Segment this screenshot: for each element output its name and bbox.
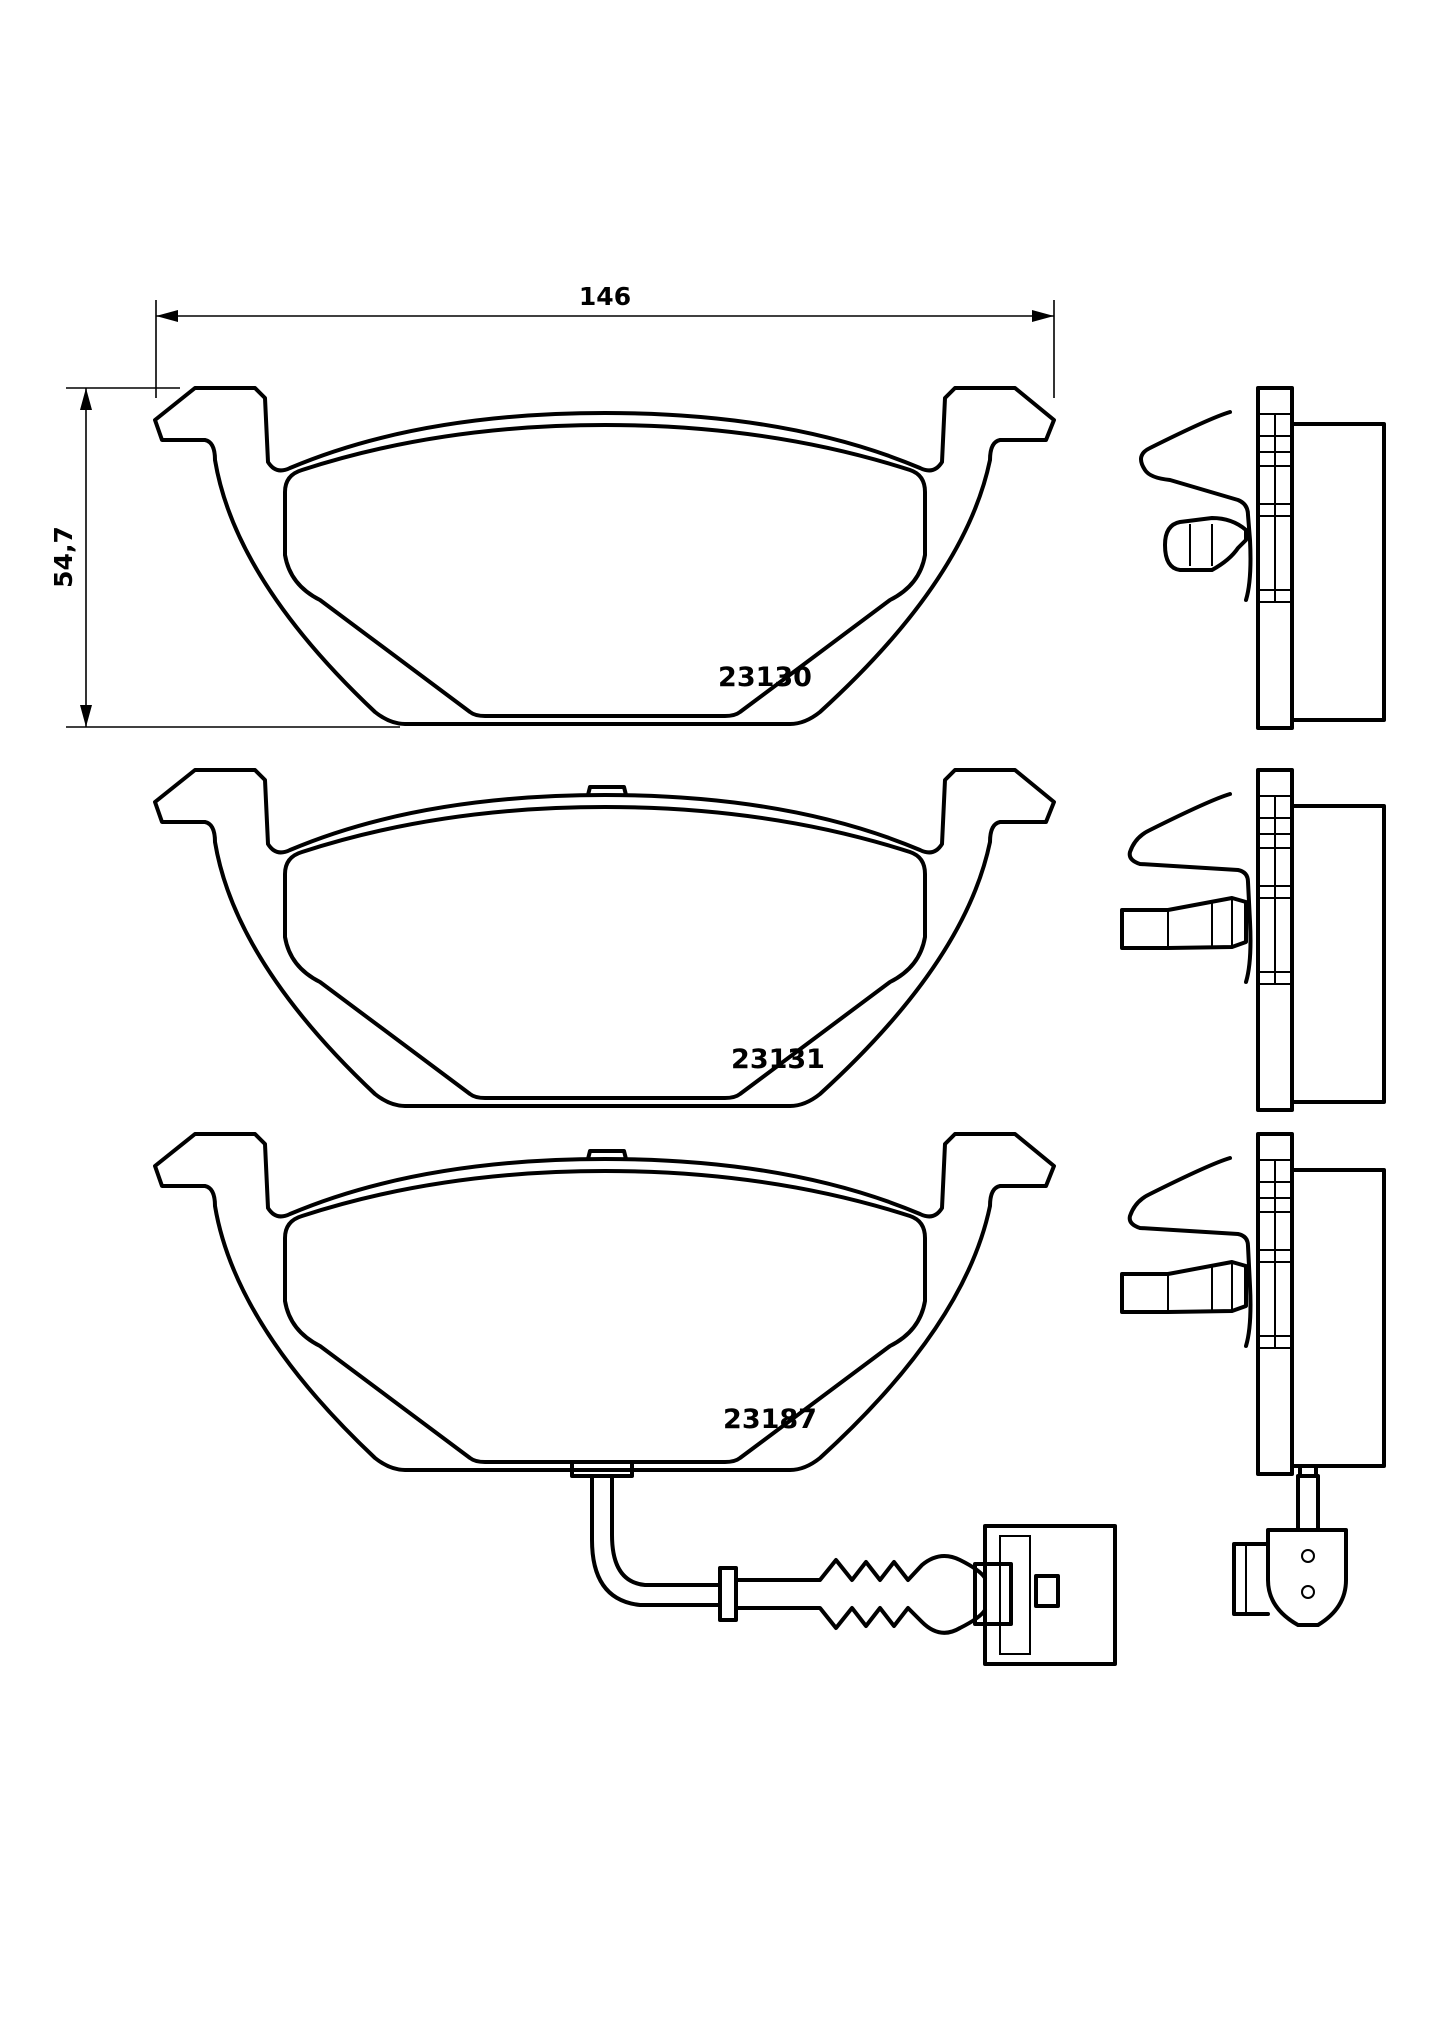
brake-pad-23131: 23131 <box>153 768 1056 1108</box>
brake-pad-23187: 23187 <box>153 1132 1056 1478</box>
wear-indicator-tab <box>586 785 628 797</box>
friction-material <box>283 1169 927 1464</box>
backing-plate <box>153 386 1056 726</box>
wear-sensor-side <box>1232 1464 1348 1627</box>
retaining-spring <box>1139 410 1253 602</box>
wear-indicator-tab <box>586 1149 628 1161</box>
height-dimension-label: 54,7 <box>49 526 78 588</box>
cable-boot <box>734 1554 987 1635</box>
brake-pad-23130: 23130 <box>153 386 1056 726</box>
height-dimension: 54,7 <box>49 387 400 728</box>
backing-plate <box>153 1132 1056 1472</box>
side-view-23130 <box>1139 386 1386 730</box>
part-number: 23131 <box>731 1044 825 1075</box>
spring-clip <box>1120 1260 1248 1314</box>
retaining-spring <box>1127 792 1253 984</box>
retaining-spring <box>1127 1156 1253 1348</box>
part-number: 23130 <box>718 662 812 693</box>
friction-material <box>283 423 927 718</box>
wear-sensor-connector <box>973 1524 1117 1666</box>
backing-plate <box>153 768 1056 1108</box>
width-dimension: 146 <box>155 282 1055 398</box>
spring-clip <box>1120 896 1248 950</box>
width-dimension-label: 146 <box>579 282 631 311</box>
side-view-23131 <box>1120 768 1386 1112</box>
wear-sensor-cable <box>590 1474 987 1635</box>
part-number: 23187 <box>723 1404 817 1435</box>
friction-material <box>283 805 927 1100</box>
spring-clip <box>1163 516 1248 572</box>
side-view-23187 <box>1120 1132 1386 1476</box>
